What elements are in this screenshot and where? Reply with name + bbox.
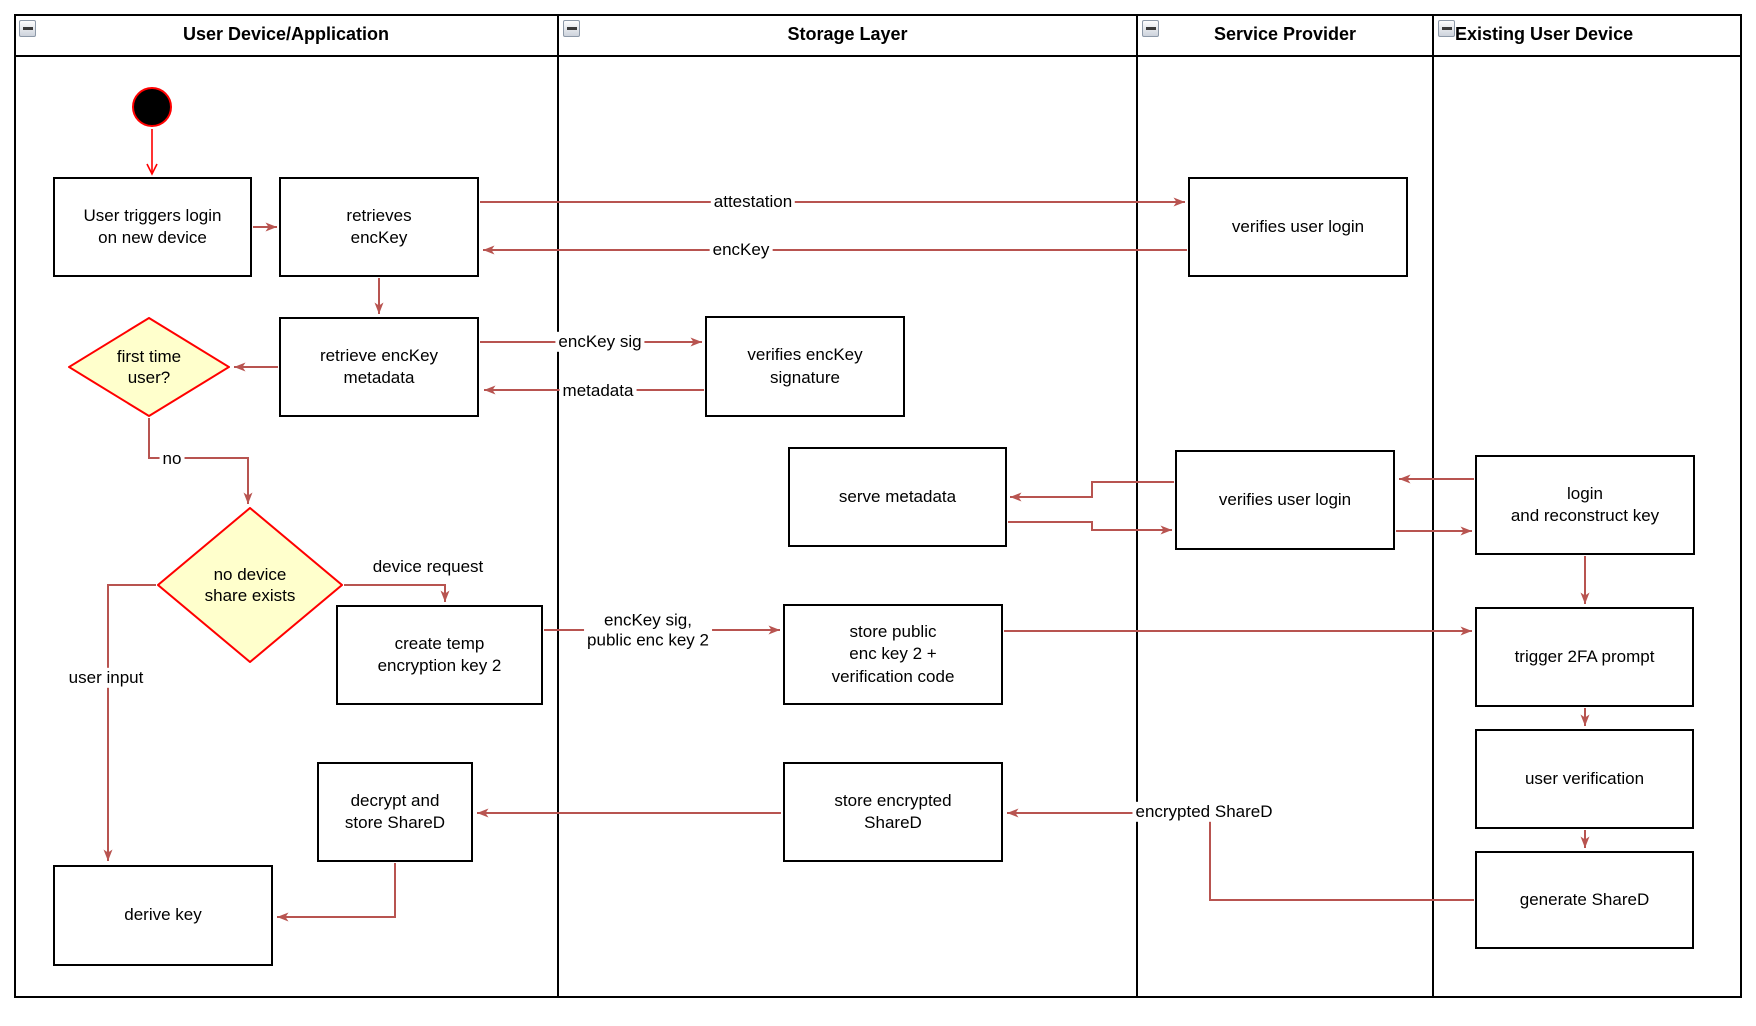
edge-label-no-branch: no (159, 448, 185, 470)
minus-glyph (1441, 27, 1452, 30)
activity-verifies-user-login-mid[interactable]: verifies user login (1175, 450, 1395, 550)
edge-label-enckey-sig-public-key-2: encKey sig, public enc key 2 (584, 610, 712, 652)
activity-decrypt-and-store-shared[interactable]: decrypt and store ShareD (317, 762, 473, 862)
lane-divider (1136, 14, 1138, 998)
minus-glyph (566, 27, 577, 30)
activity-derive-key[interactable]: derive key (53, 865, 273, 966)
activity-serve-metadata[interactable]: serve metadata (788, 447, 1007, 547)
lane-title: Storage Layer (787, 24, 908, 44)
lane-header-storage-layer[interactable]: Storage Layer (558, 14, 1137, 55)
diagram-border (14, 14, 1742, 998)
lane-divider (1432, 14, 1434, 998)
activity-user-verification[interactable]: user verification (1475, 729, 1694, 829)
activity-verifies-user-login-top[interactable]: verifies user login (1188, 177, 1408, 277)
activity-retrieve-enckey-metadata[interactable]: retrieve encKey metadata (279, 317, 479, 417)
decision-no-device-share-exists[interactable]: no device share exists (157, 507, 343, 663)
activity-create-temp-encryption-key-2[interactable]: create temp encryption key 2 (336, 605, 543, 705)
activity-trigger-2fa-prompt[interactable]: trigger 2FA prompt (1475, 607, 1694, 707)
minus-glyph (1145, 27, 1156, 30)
activity-user-triggers-login[interactable]: User triggers login on new device (53, 177, 252, 277)
collapse-lane-icon[interactable] (1438, 20, 1455, 37)
diamond-shape (157, 507, 343, 663)
lane-divider (557, 14, 559, 998)
collapse-lane-icon[interactable] (563, 20, 580, 37)
start-node[interactable] (132, 87, 172, 127)
activity-store-encrypted-shared[interactable]: store encrypted ShareD (783, 762, 1003, 862)
edge-label-enckey-return: encKey (709, 239, 773, 261)
activity-retrieves-enckey[interactable]: retrieves encKey (279, 177, 479, 277)
lane-header-existing-user-device[interactable]: Existing User Device (1433, 14, 1742, 55)
decision-first-time-user[interactable]: first time user? (68, 317, 230, 417)
lane-title: Service Provider (1213, 24, 1357, 44)
edge-label-enckey-sig: encKey sig (555, 331, 645, 353)
lane-header-service-provider[interactable]: Service Provider (1137, 14, 1433, 55)
edge-label-encrypted-shared: encrypted ShareD (1132, 801, 1276, 823)
edge-label-user-input: user input (65, 667, 147, 689)
edge-label-device-request: device request (369, 556, 487, 578)
lane-title: Existing User Device (1455, 24, 1634, 44)
edge-label-metadata-return: metadata (559, 380, 637, 402)
minus-glyph (22, 27, 33, 30)
activity-login-and-reconstruct-key[interactable]: login and reconstruct key (1475, 455, 1695, 555)
edge-label-attestation: attestation (710, 191, 796, 213)
activity-verifies-enckey-signature[interactable]: verifies encKey signature (705, 316, 905, 417)
collapse-lane-icon[interactable] (1142, 20, 1159, 37)
decision-label: first time user? (116, 346, 182, 387)
lane-title: User Device/Application (182, 24, 390, 44)
collapse-lane-icon[interactable] (19, 20, 36, 37)
diamond-shape (68, 317, 230, 417)
decision-label: no device share exists (204, 564, 296, 605)
lane-header-user-device-application[interactable]: User Device/Application (14, 14, 558, 55)
activity-generate-shared[interactable]: generate ShareD (1475, 851, 1694, 949)
lane-header-underline (14, 55, 1742, 57)
activity-store-public-enc-key-2[interactable]: store public enc key 2 + verification co… (783, 604, 1003, 705)
